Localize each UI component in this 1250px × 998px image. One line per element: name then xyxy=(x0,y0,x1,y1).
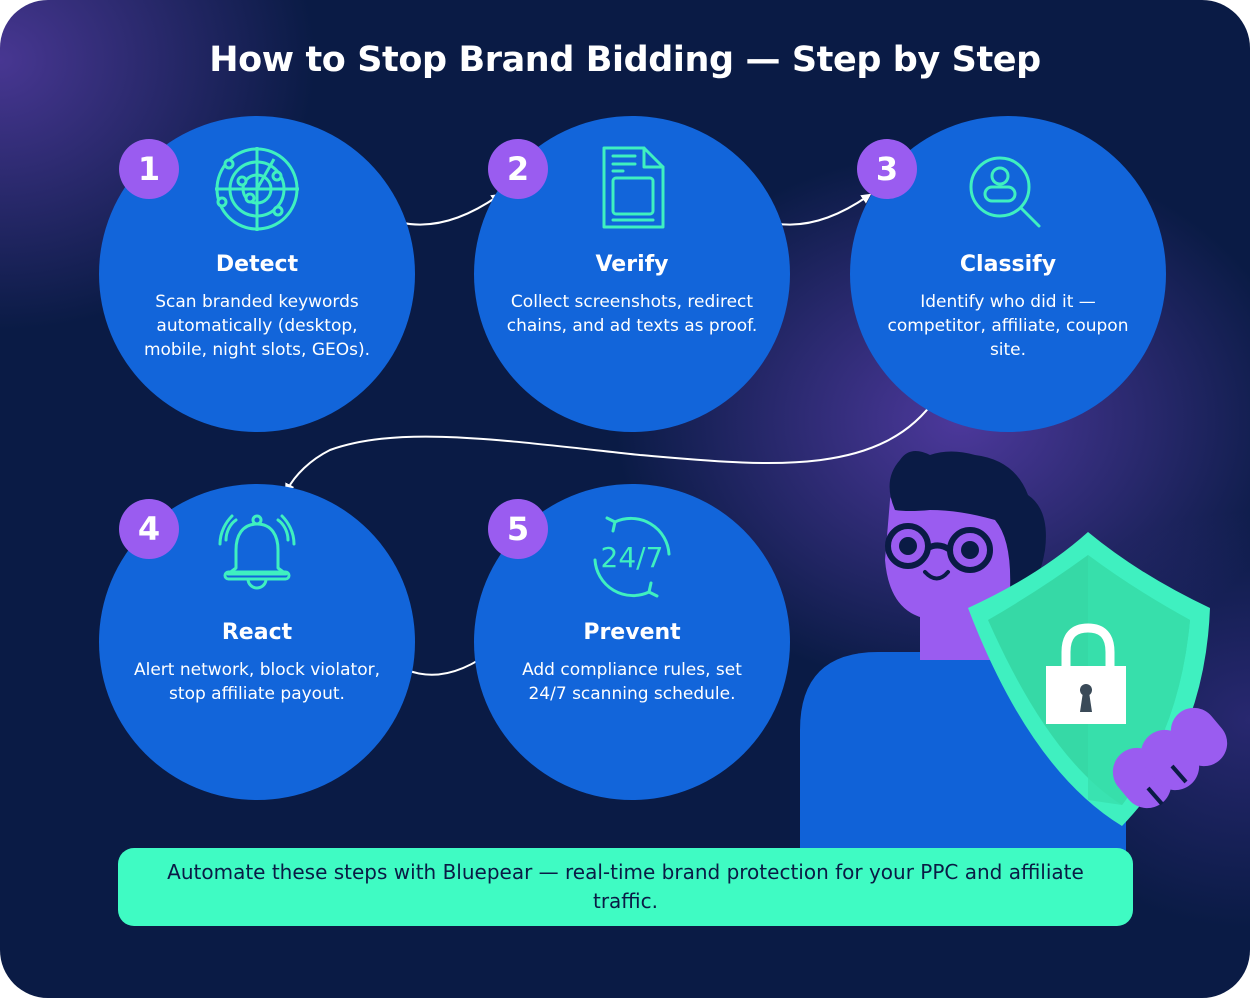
page-title: How to Stop Brand Bidding — Step by Step xyxy=(209,40,1041,80)
step-number-badge: 1 xyxy=(119,139,179,199)
step-description: Alert network, block violator, stop affi… xyxy=(133,660,380,704)
step-detect: Detect Scan branded keywords automatical… xyxy=(99,116,415,432)
step-number-badge: 2 xyxy=(488,139,548,199)
padlock-icon xyxy=(1046,623,1126,724)
step-title: React xyxy=(221,620,293,645)
bell-icon xyxy=(218,514,296,590)
icon-text-24-7: 24/7 xyxy=(601,541,664,574)
person-with-shield-illustration xyxy=(800,451,1228,860)
step-description: Add compliance rules, set 24/7 scanning … xyxy=(522,660,742,704)
step-description: Identify who did it — competitor, affili… xyxy=(887,292,1129,360)
clock-24-7-icon: 24/7 xyxy=(593,516,671,598)
radar-icon xyxy=(215,147,299,231)
document-icon xyxy=(602,146,665,229)
cta-banner: Automate these steps with Bluepear — rea… xyxy=(118,848,1133,926)
cta-text: Automate these steps with Bluepear — rea… xyxy=(167,860,1084,913)
glasses-icon xyxy=(885,523,993,573)
user-search-icon xyxy=(969,156,1041,228)
step-title: Verify xyxy=(595,252,669,277)
step-classify: Classify Identify who did it — competito… xyxy=(850,116,1166,432)
step-title: Prevent xyxy=(583,620,681,645)
person-head xyxy=(885,490,1025,620)
step-number-badge: 4 xyxy=(119,499,179,559)
step-number-badge: 5 xyxy=(488,499,548,559)
step-title: Classify xyxy=(959,252,1057,277)
person-hand xyxy=(1112,707,1228,809)
smile xyxy=(923,570,950,581)
step-description: Collect screenshots, redirect chains, an… xyxy=(506,292,758,336)
step-title: Detect xyxy=(215,252,299,277)
step-number-badge: 3 xyxy=(857,139,917,199)
person-hair xyxy=(889,451,1046,600)
step-description: Scan branded keywords automatically (des… xyxy=(143,292,371,360)
